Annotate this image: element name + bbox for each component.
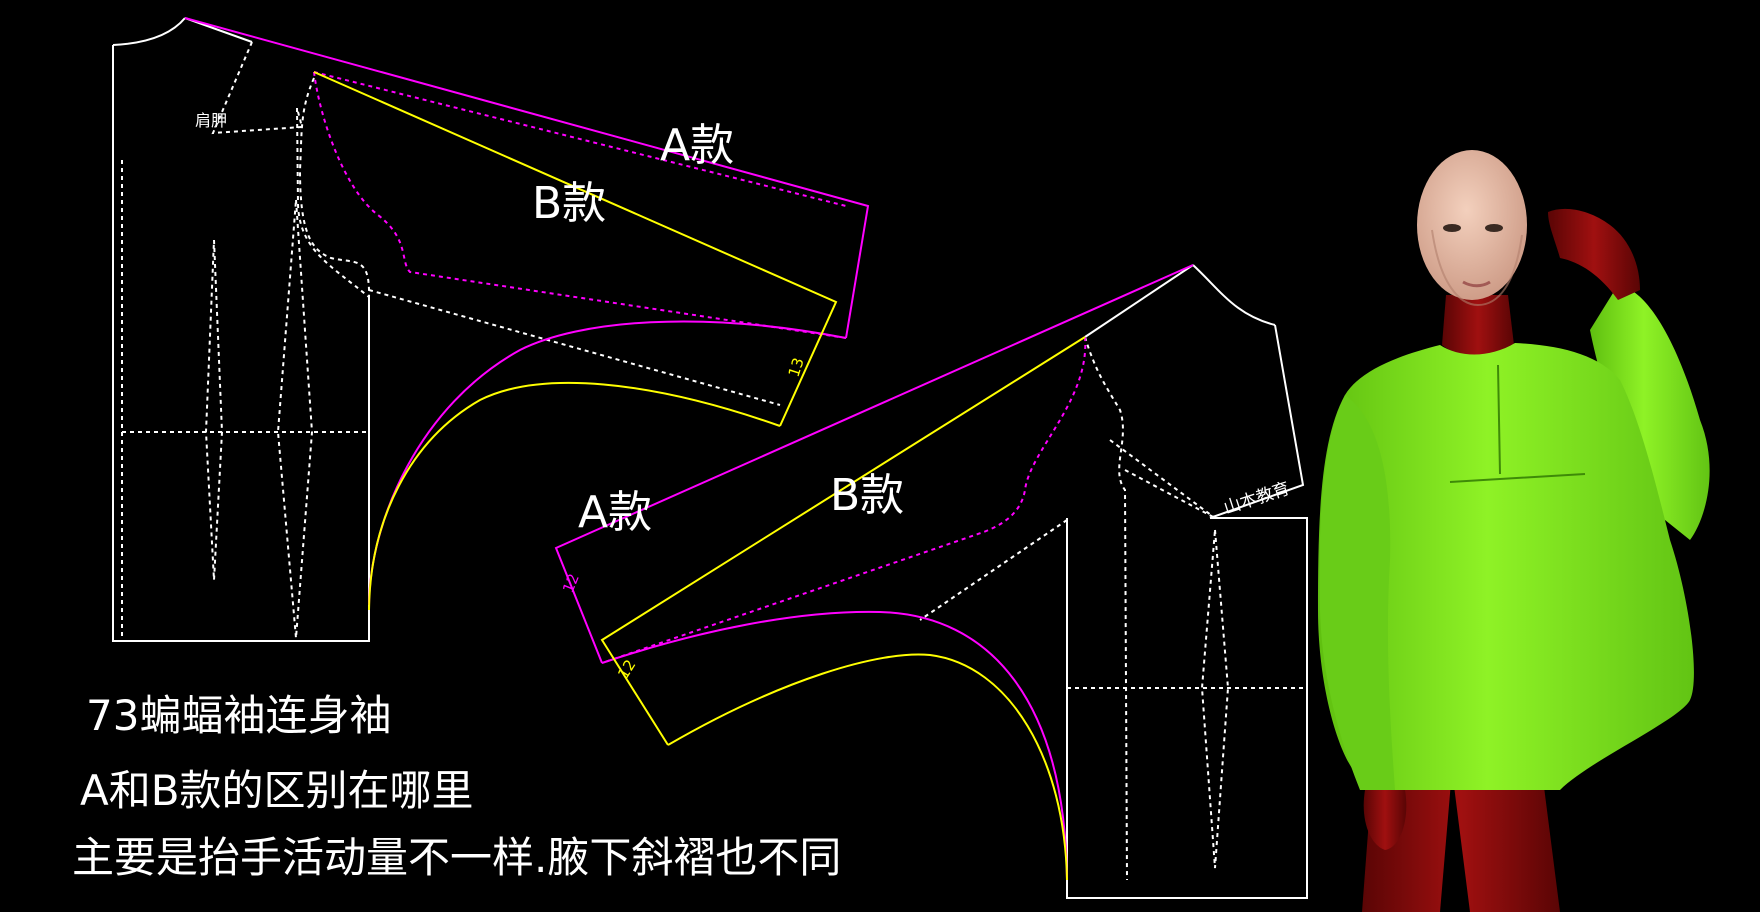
avatar-hanging-sleeve xyxy=(1319,395,1395,790)
avatar-face-shading xyxy=(1431,229,1523,307)
avatar-raised-hand xyxy=(1548,208,1640,300)
back-side-seam-dashed xyxy=(368,289,781,406)
back-waist-dart-2 xyxy=(276,199,314,639)
sleeve-b-top-line-right xyxy=(600,336,1086,746)
sleeve-a-top-line-right xyxy=(554,264,1194,664)
avatar-shirt-seam xyxy=(1449,364,1586,483)
avatar-mouth xyxy=(1462,280,1491,288)
style-a-label-left: A款 xyxy=(660,120,734,171)
sleeve-b-top-line xyxy=(313,71,838,427)
sleeve-a-cap-dashed xyxy=(313,71,847,339)
measure-13: 13 xyxy=(785,356,808,380)
front-bodice-dashed-lines xyxy=(919,336,1307,881)
front-shoulder-top xyxy=(1084,264,1194,338)
left-sleeve-style-a-dashed xyxy=(313,71,847,339)
front-chest-dart-1 xyxy=(1109,439,1216,519)
caption-line-2: A和B款的区别在哪里 xyxy=(80,766,474,815)
sleeve-a-top-line xyxy=(184,17,870,339)
left-sleeve-style-b xyxy=(313,71,838,611)
front-neckline xyxy=(1192,264,1276,326)
right-sleeve-style-b xyxy=(600,336,1086,881)
caption-line-3: 主要是抬手活动量不一样.腋下斜褶也不同 xyxy=(72,833,841,882)
front-bodice-pattern xyxy=(1066,264,1308,899)
front-bodice-outline xyxy=(1066,517,1308,899)
back-bodice-outline xyxy=(112,45,370,642)
shoulder-dart xyxy=(211,41,304,135)
style-b-label-left: B款 xyxy=(532,178,606,229)
front-side-seam-dashed xyxy=(919,519,1068,621)
avatar-illustration xyxy=(1318,150,1710,912)
front-chest-dart-2 xyxy=(1124,469,1216,519)
avatar-right-eye xyxy=(1485,224,1503,232)
avatar-neck xyxy=(1442,295,1514,357)
back-bodice-dashed-lines xyxy=(121,41,781,641)
avatar-head xyxy=(1417,150,1527,300)
sleeve-b-underarm-curve-right xyxy=(667,653,1068,881)
sleeve-b-underarm-curve xyxy=(368,381,781,611)
style-b-label-right: B款 xyxy=(830,470,904,521)
avatar-left-eye xyxy=(1443,224,1461,232)
sleeve-a-underarm-curve-right xyxy=(601,610,1068,881)
style-a-label-right: A款 xyxy=(578,487,652,538)
shoulder-dart-label: 肩胛 xyxy=(195,111,227,130)
front-armhole-original xyxy=(1084,336,1128,881)
avatar-lower-hand xyxy=(1363,790,1407,850)
avatar-shirt xyxy=(1318,343,1694,790)
back-waist-dart-1 xyxy=(204,239,224,581)
back-neckline xyxy=(112,17,186,46)
avatar-raised-sleeve xyxy=(1590,285,1710,540)
front-shoulder-line xyxy=(1209,324,1305,519)
right-sleeve-style-a xyxy=(554,264,1194,881)
sleeve-a-top-dashed xyxy=(313,71,847,207)
caption-line-1: 73蝙蝠袖连身袖 xyxy=(86,691,391,740)
front-waist-dart xyxy=(1200,529,1230,869)
measure-12-a: 12 xyxy=(559,571,583,595)
